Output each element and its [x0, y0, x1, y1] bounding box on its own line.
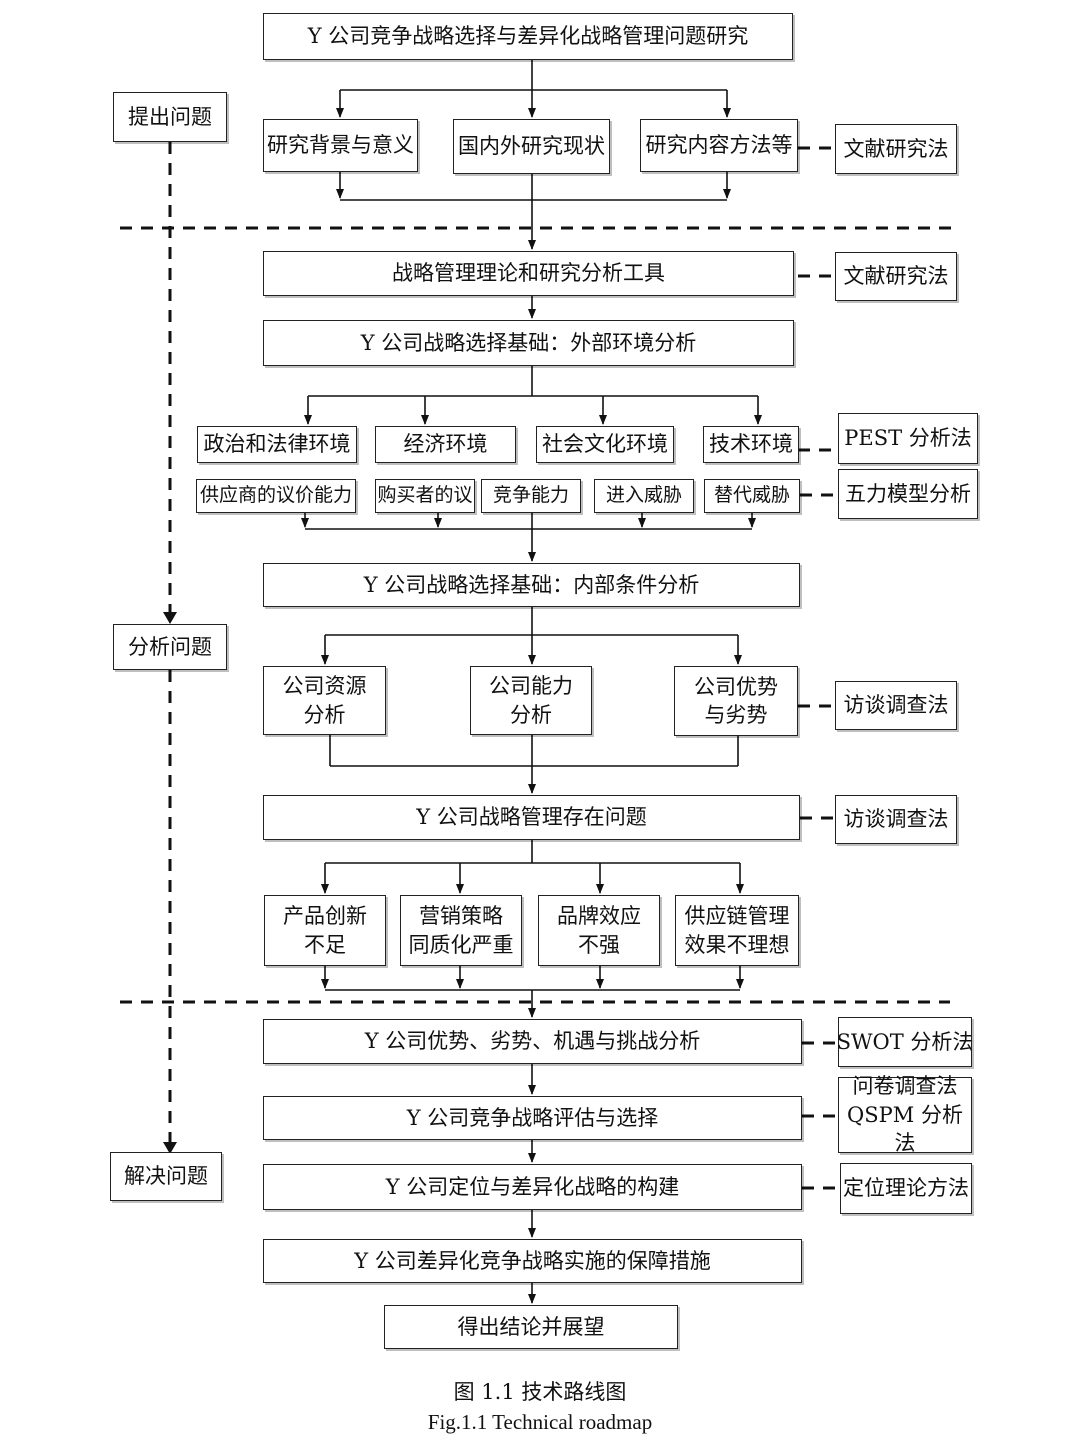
- method-qspm: QSPM 分析法: [847, 1102, 963, 1156]
- internal-capabilities-line1: 公司能力: [489, 674, 573, 699]
- solution-swot: Y 公司优势、劣势、机遇与挑战分析: [263, 1019, 802, 1064]
- pest-political-legal: 政治和法律环境: [197, 426, 357, 463]
- problem-marketing-line1: 营销策略: [419, 904, 503, 929]
- problem-brand-line1: 品牌效应: [557, 904, 641, 929]
- problem-innovation-line2: 不足: [304, 932, 346, 957]
- problem-brand-line2: 不强: [578, 932, 620, 957]
- problem-supply-chain-line2: 效果不理想: [684, 932, 790, 957]
- internal-resources-line2: 分析: [303, 702, 346, 727]
- external-analysis: Y 公司战略选择基础：外部环境分析: [263, 320, 794, 366]
- solution-positioning: Y 公司定位与差异化战略的构建: [263, 1164, 802, 1210]
- method-literature-2: 文献研究法: [835, 252, 957, 301]
- method-positioning: 定位理论方法: [840, 1163, 972, 1214]
- solution-conclusion: 得出结论并展望: [384, 1305, 678, 1349]
- five-substitutes: 替代威胁: [704, 479, 800, 513]
- solution-measures: Y 公司差异化竞争战略实施的保障措施: [263, 1239, 802, 1283]
- method-interview-1: 访谈调查法: [835, 681, 957, 730]
- pest-economic: 经济环境: [375, 426, 516, 463]
- five-competition: 竞争能力: [481, 479, 581, 513]
- five-supplier-power: 供应商的议价能力: [196, 479, 356, 513]
- internal-capabilities-line2: 分析: [510, 702, 552, 727]
- problem-brand: 品牌效应 不强: [538, 895, 660, 966]
- method-swot: SWOT 分析法: [837, 1017, 973, 1067]
- internal-strengths-line1: 公司优势: [694, 674, 778, 699]
- internal-analysis: Y 公司战略选择基础：内部条件分析: [263, 563, 800, 607]
- internal-strengths-line2: 与劣势: [704, 703, 768, 727]
- method-pest: PEST 分析法: [838, 413, 978, 464]
- internal-capabilities: 公司能力 分析: [470, 666, 592, 735]
- research-title: Y 公司竞争战略选择与差异化战略管理问题研究: [263, 13, 793, 60]
- internal-resources: 公司资源 分析: [263, 666, 386, 735]
- figure-caption-cn: 图 1.1 技术路线图: [453, 1380, 627, 1404]
- internal-resources-line1: 公司资源: [282, 674, 367, 699]
- problem-innovation-line1: 产品创新: [283, 904, 367, 929]
- pest-social-cultural: 社会文化环境: [536, 426, 674, 463]
- problem-marketing: 营销策略 同质化严重: [400, 895, 522, 966]
- pest-technological: 技术环境: [703, 426, 799, 463]
- problem-supply-chain-line1: 供应链管理: [684, 904, 790, 929]
- problems-title: Y 公司战略管理存在问题: [263, 795, 800, 840]
- intro-research-content: 研究内容方法等: [640, 119, 798, 172]
- problem-innovation: 产品创新 不足: [264, 895, 386, 966]
- method-survey: 问卷调查法: [852, 1074, 958, 1099]
- figure-caption-en: Fig.1.1 Technical roadmap: [427, 1410, 653, 1434]
- method-survey-qspm: 问卷调查法 QSPM 分析法: [838, 1074, 972, 1155]
- method-interview-2: 访谈调查法: [835, 795, 957, 844]
- internal-strengths-weaknesses: 公司优势 与劣势: [674, 666, 798, 736]
- five-new-entrants: 进入威胁: [594, 479, 694, 513]
- solution-evaluation: Y 公司竞争战略评估与选择: [263, 1096, 802, 1140]
- intro-background: 研究背景与意义: [263, 119, 418, 172]
- phase-raise-problem: 提出问题: [113, 92, 227, 142]
- method-five-forces: 五力模型分析: [838, 469, 978, 519]
- five-buyer-power: 购买者的议: [375, 479, 475, 513]
- phase-solve-problem: 解决问题: [110, 1152, 222, 1201]
- method-literature-1: 文献研究法: [835, 124, 957, 174]
- intro-research-status: 国内外研究现状: [453, 119, 610, 174]
- phase-analyze-problem: 分析问题: [113, 624, 227, 670]
- theory-tools: 战略管理理论和研究分析工具: [263, 251, 794, 296]
- problem-marketing-line2: 同质化严重: [408, 932, 514, 957]
- problem-supply-chain: 供应链管理 效果不理想: [675, 895, 799, 966]
